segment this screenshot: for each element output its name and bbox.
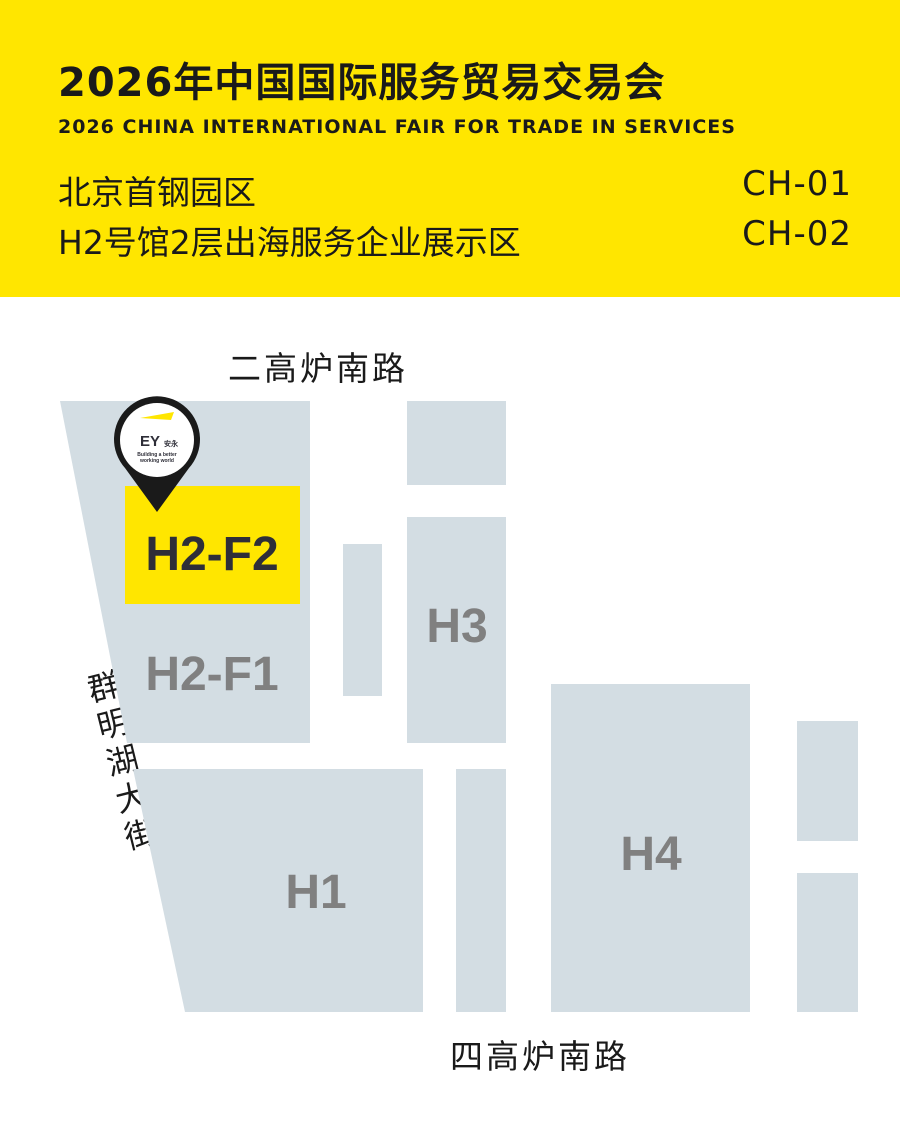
road-south-label: 四高炉南路: [450, 1037, 630, 1076]
building-h3-north: [407, 401, 506, 485]
event-title-cn: 2026年中国国际服务贸易交易会: [58, 60, 666, 106]
header-banner: 2026年中国国际服务贸易交易会 2026 CHINA INTERNATIONA…: [0, 0, 900, 297]
hall-h3-building[interactable]: [407, 517, 506, 743]
hall-h2-f2-label: H2-F2: [145, 528, 278, 581]
hall-h2-f1-label: H2-F1: [145, 648, 278, 701]
road-north-label: 二高炉南路: [228, 349, 408, 388]
building-east-north: [797, 721, 858, 841]
ey-logo-cn: 安永: [164, 439, 179, 448]
hall-h3-label: H3: [426, 600, 487, 653]
hall-h1-building[interactable]: [133, 769, 423, 1012]
building-strip-middle: [456, 769, 506, 1012]
ey-tagline-1: Building a better: [137, 452, 177, 458]
location-venue: 北京首钢园区: [58, 173, 256, 212]
location-area: H2号馆2层出海服务企业展示区: [58, 223, 521, 262]
event-title-en: 2026 CHINA INTERNATIONAL FAIR FOR TRADE …: [58, 116, 736, 138]
building-east-south: [797, 873, 858, 1012]
booth-code-2: CH-02: [742, 214, 852, 254]
hall-h4-building[interactable]: [551, 684, 750, 1012]
ey-tagline-2: working world: [139, 458, 174, 464]
location-pin-icon[interactable]: EY 安永 Building a better working world: [114, 396, 201, 512]
booth-code-1: CH-01: [742, 164, 852, 204]
ey-logo-text: EY: [140, 433, 160, 450]
building-strip-west: [343, 544, 382, 696]
hall-h4-label: H4: [620, 828, 682, 881]
hall-h1-label: H1: [285, 866, 346, 919]
